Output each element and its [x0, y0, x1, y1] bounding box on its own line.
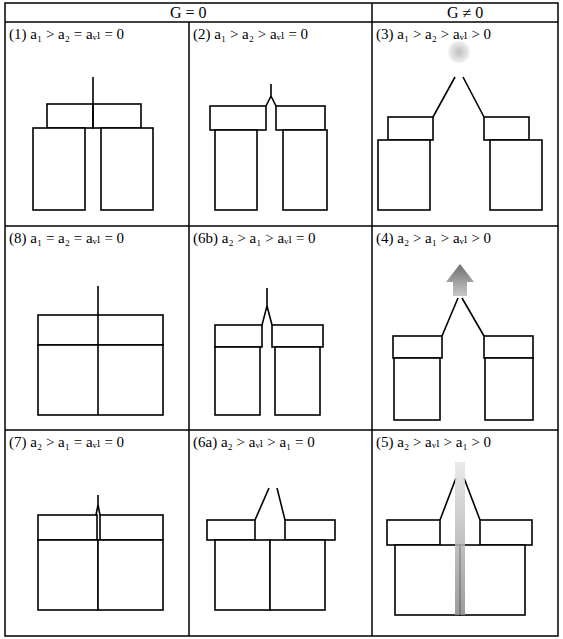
column-header: G = 0 [170, 4, 207, 22]
case-label: (4) a₂ > a₁ > aᵥₗ > 0 [376, 230, 491, 247]
case-label: (6b) a₂ > a₁ > aᵥₗ = 0 [193, 230, 316, 247]
pillar-figure [393, 264, 533, 420]
table-grid [5, 3, 558, 636]
case-label: (1) a₁ > a₂ = aᵥₗ = 0 [9, 26, 124, 43]
pillar-figure [378, 41, 542, 210]
pillar-figure [33, 77, 153, 210]
case-label: (6a) a₂ > aᵥₗ > a₁ = 0 [193, 434, 315, 451]
column-header: G ≠ 0 [447, 4, 483, 22]
pillar-figure [207, 488, 335, 610]
pillar-figure [215, 288, 323, 415]
case-label: (7) a₂ > a₁ = aᵥₗ = 0 [9, 434, 124, 451]
case-label: (5) a₂ > aᵥₗ > a₁ > 0 [376, 434, 491, 451]
pillar-figure [38, 286, 163, 415]
case-label: (2) a₁ > a₂ > aᵥₗ = 0 [193, 26, 308, 43]
pillar-figure [387, 462, 532, 615]
pillar-figure [210, 84, 327, 210]
pillar-figure [38, 495, 163, 610]
case-label: (8) a₁ = a₂ = aᵥₗ = 0 [9, 230, 124, 247]
case-label: (3) a₁ > a₂ > aᵥₗ > 0 [376, 26, 491, 43]
